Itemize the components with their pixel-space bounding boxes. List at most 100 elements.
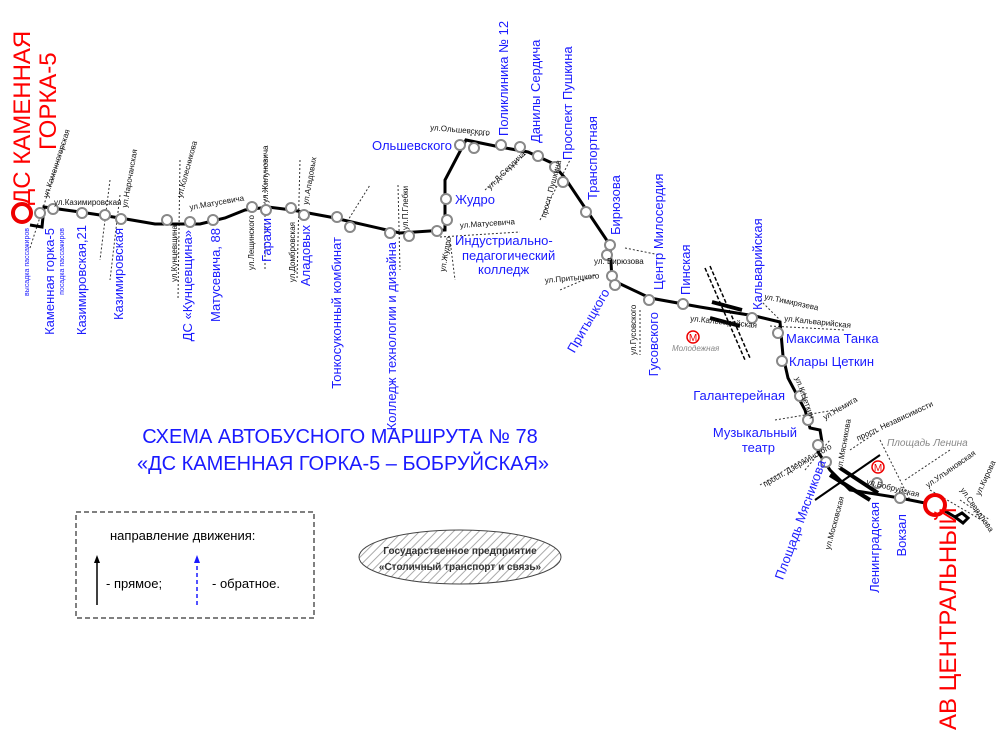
street-label: ул.Гусовского: [629, 304, 638, 355]
stop-marker: [441, 214, 453, 226]
start-terminal-label-2: ГОРКА-5: [35, 52, 62, 150]
stop-label: Каменная горка-5: [42, 228, 57, 335]
stop-marker: [894, 492, 906, 504]
stop-label: Поликлиника № 12: [496, 21, 511, 136]
stop-marker: [604, 239, 616, 251]
stop-label: Вокзал: [894, 514, 909, 557]
svg-text:Площадь Ленина: Площадь Ленина: [887, 438, 968, 449]
stop-marker: [99, 209, 111, 221]
stop-marker: [184, 216, 196, 228]
street-label: ул.Матусевича: [189, 193, 245, 212]
stop-label: Матусевича, 88: [208, 228, 223, 322]
stop-marker: [298, 209, 310, 221]
stop-marker: [677, 298, 689, 310]
stop-label: Галантерейная: [693, 388, 785, 403]
start-exit-label: высадка пассажиров: [24, 228, 31, 296]
stop-markers: [34, 139, 906, 504]
stop-label: Бирюзова: [608, 174, 623, 235]
street-label: ул.Тимирязева: [764, 292, 820, 312]
stop-label: Ольшевского: [372, 138, 452, 153]
svg-text:Молодежная: Молодежная: [672, 344, 720, 353]
end-terminal-marker: [923, 493, 947, 517]
street-label: ул.Кунцевщина: [170, 224, 179, 281]
street-label: ул.Домбровская: [288, 222, 297, 282]
street-label: ул.Казимировская: [54, 198, 121, 207]
street-label: ул.Улъяновская: [924, 449, 977, 490]
street-label: ул.Аладовых: [301, 156, 318, 205]
diagram-title-line1: СХЕМА АВТОБУСНОГО МАРШРУТА № 78: [142, 426, 537, 448]
stop-marker: [431, 225, 443, 237]
stop-label: Клары Цеткин: [789, 354, 874, 369]
svg-text:М: М: [874, 463, 882, 474]
start-board-label: посадка пассажиров: [59, 228, 66, 295]
stop-marker: [601, 249, 613, 261]
street-label: ул.Московская: [823, 495, 846, 550]
stop-marker: [549, 161, 561, 173]
street-label: ул.Д.Сердича: [485, 149, 528, 192]
legend-heading: направление движения:: [110, 528, 255, 543]
stop-label: Транспортная: [585, 116, 600, 200]
street-label: ул.Колесникова: [175, 139, 199, 198]
street-label: ул.Жилуновича: [261, 145, 270, 203]
metro-square-lenina: М Площадь Ленина: [871, 438, 968, 474]
stop-label: Казимировская: [111, 228, 126, 320]
stop-label: Притыцкого: [564, 286, 613, 355]
street-lines: [29, 134, 991, 526]
street-label: ул.Немига: [822, 395, 860, 422]
stop-label: Данилы Сердича: [528, 39, 543, 143]
street-label: просп. Пушкина: [539, 159, 563, 219]
legend-forward: - прямое;: [106, 576, 162, 591]
stop-marker: [643, 294, 655, 306]
metro-molodezhnaya: М Молодежная: [672, 330, 720, 353]
street-label: ул.Кирова: [974, 459, 997, 497]
stop-label: Пинская: [678, 244, 693, 295]
stop-label: Ленинградская: [867, 502, 882, 593]
stop-label: Колледж технологии и дизайна: [384, 241, 399, 430]
stop-marker: [403, 230, 415, 242]
stop-label: Кальварийская: [750, 218, 765, 310]
stop-marker: [115, 213, 127, 225]
street-label: ул.Мясникова: [835, 418, 853, 471]
stop-label: Жудро: [455, 192, 495, 207]
stop-marker: [495, 139, 507, 151]
stop-marker: [468, 142, 480, 154]
street-label: ул.Жудро: [438, 235, 453, 272]
street-label: ул.Кальварийская: [784, 314, 852, 330]
stop-marker: [207, 214, 219, 226]
stop-marker: [47, 203, 59, 215]
stop-label: Индустриально-: [455, 233, 553, 248]
stop-marker: [260, 204, 272, 216]
svg-text:Государственное предприятие: Государственное предприятие: [383, 546, 537, 557]
stop-label: Центр Милосердия: [651, 174, 666, 290]
stop-label: педагогический: [462, 248, 555, 263]
start-terminal-marker: [11, 202, 33, 224]
stop-label: ДС «Кунцевщина»: [180, 230, 195, 341]
legend: направление движения: - прямое; - обратн…: [75, 511, 315, 619]
stop-marker: [384, 227, 396, 239]
railway-crossings: [704, 265, 881, 502]
stop-label: театр: [742, 440, 775, 455]
svg-text:«Столичный транспорт и связь»: «Столичный транспорт и связь»: [379, 562, 542, 573]
diagram-title-line2: «ДС КАМЕННАЯ ГОРКА-5 – БОБРУЙСКАЯ»: [137, 451, 549, 475]
stop-marker: [331, 211, 343, 223]
street-label: ул.Нарочанская: [120, 149, 139, 209]
stop-marker: [776, 355, 788, 367]
stop-marker: [285, 202, 297, 214]
stop-marker: [440, 193, 452, 205]
street-label: ул.П.Глебки: [401, 186, 410, 230]
stop-marker: [246, 201, 258, 213]
street-label: ул.Притыцкого: [544, 271, 600, 285]
stop-label: колледж: [478, 262, 529, 277]
stop-marker: [772, 327, 784, 339]
stop-marker: [580, 206, 592, 218]
stop-label: Максима Танка: [786, 331, 879, 346]
stop-marker: [802, 414, 814, 426]
stop-label: Аладовых: [298, 225, 313, 287]
stop-label: Проспект Пушкина: [560, 46, 575, 160]
stop-marker: [76, 207, 88, 219]
stop-marker: [820, 456, 832, 468]
street-label: ул.Лещинского: [247, 214, 256, 270]
street-label: просп. Независимости: [855, 399, 934, 442]
stop-marker: [34, 207, 46, 219]
